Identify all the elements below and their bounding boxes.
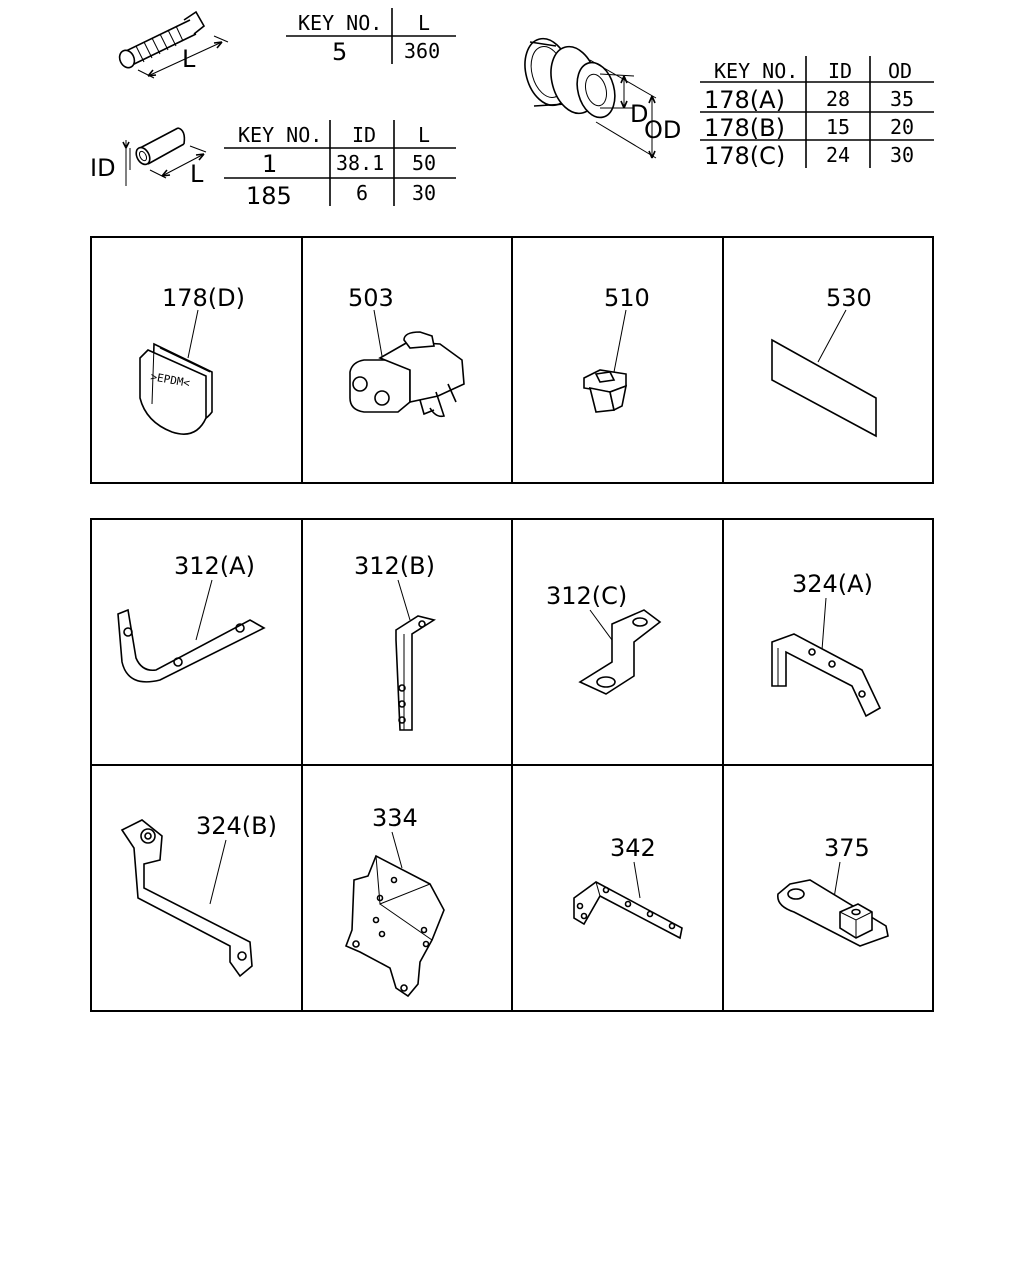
table-part5 [286,8,456,64]
table-part5-cell-key: 5 [332,38,347,66]
table-part178-row2-id: 15 [826,115,850,139]
part-375-label: 375 [824,834,870,862]
part-324b-label: 324(B) [196,812,277,840]
part-324b-bracket-drawing [120,819,253,978]
dimension-l-label-2: L [190,160,204,188]
table-part5-cell-l: 360 [404,39,440,63]
part-312b-bracket-drawing [395,579,437,731]
part-375-nut-plate-drawing [777,861,889,947]
table-part178 [700,56,934,168]
table-part178-row3-od: 30 [890,143,914,167]
part-342-angle-drawing [573,861,683,940]
part-312c-label: 312(C) [546,582,627,610]
table-part178-row3-key: 178(C) [704,142,785,170]
table-part1-header-id: ID [352,123,376,147]
part-510-clip-drawing [583,309,628,413]
table-part1-185 [224,120,456,206]
part-5-spiral-tube-drawing [118,10,229,79]
table-part5-header-keyno: KEY NO. [298,11,382,35]
part-312a-label: 312(A) [174,552,255,580]
table-part5-header-l: L [418,11,430,35]
table-part178-row3-id: 24 [826,143,850,167]
part-324a-label: 324(A) [792,570,873,598]
table-part1-row1-l: 50 [412,151,436,175]
part-342-label: 342 [610,834,656,862]
part-530-plate-drawing [771,309,877,438]
table-part1-header-l: L [418,123,430,147]
table-part178-row2-od: 20 [890,115,914,139]
part-334-label: 334 [372,804,418,832]
part-510-label: 510 [604,284,650,312]
part-1-185-tube-drawing [122,127,207,186]
dimension-l-label: L [182,45,196,73]
table-part178-header-id: ID [828,59,852,83]
part-334-bracket-drawing [344,831,445,998]
parts-grid-rows-2-3 [90,518,934,1012]
part-503-connector-drawing [349,309,465,418]
part-178d-label: 178(D) [162,284,245,312]
parts-grid-row-1 [90,236,934,484]
part-312a-bracket-drawing [117,579,266,683]
part-530-label: 530 [826,284,872,312]
table-part1-row1-id: 38.1 [336,151,384,175]
dimension-d-label: D [630,100,648,128]
table-part178-row2-key: 178(B) [704,114,785,142]
part-312b-label: 312(B) [354,552,435,580]
table-part178-row1-id: 28 [826,87,850,111]
part-178d-cap-drawing [139,309,213,435]
part-324a-bracket-drawing [771,597,882,718]
table-part178-row1-key: 178(A) [704,86,785,114]
part-503-label: 503 [348,284,394,312]
dimension-od-label: OD [644,116,681,144]
part-312c-bracket-drawing [578,609,662,695]
table-part178-header-od: OD [888,59,912,83]
table-part1-row1-key: 1 [262,150,277,178]
table-part1-row2-l: 30 [412,181,436,205]
table-part178-row1-od: 35 [890,87,914,111]
table-part178-header-keyno: KEY NO. [714,59,798,83]
table-part1-row2-id: 6 [356,181,368,205]
table-part1-row2-key: 185 [246,182,292,210]
part-178-grommet-drawing [524,37,657,159]
table-part1-header-keyno: KEY NO. [238,123,322,147]
dimension-id-label: ID [90,154,116,182]
